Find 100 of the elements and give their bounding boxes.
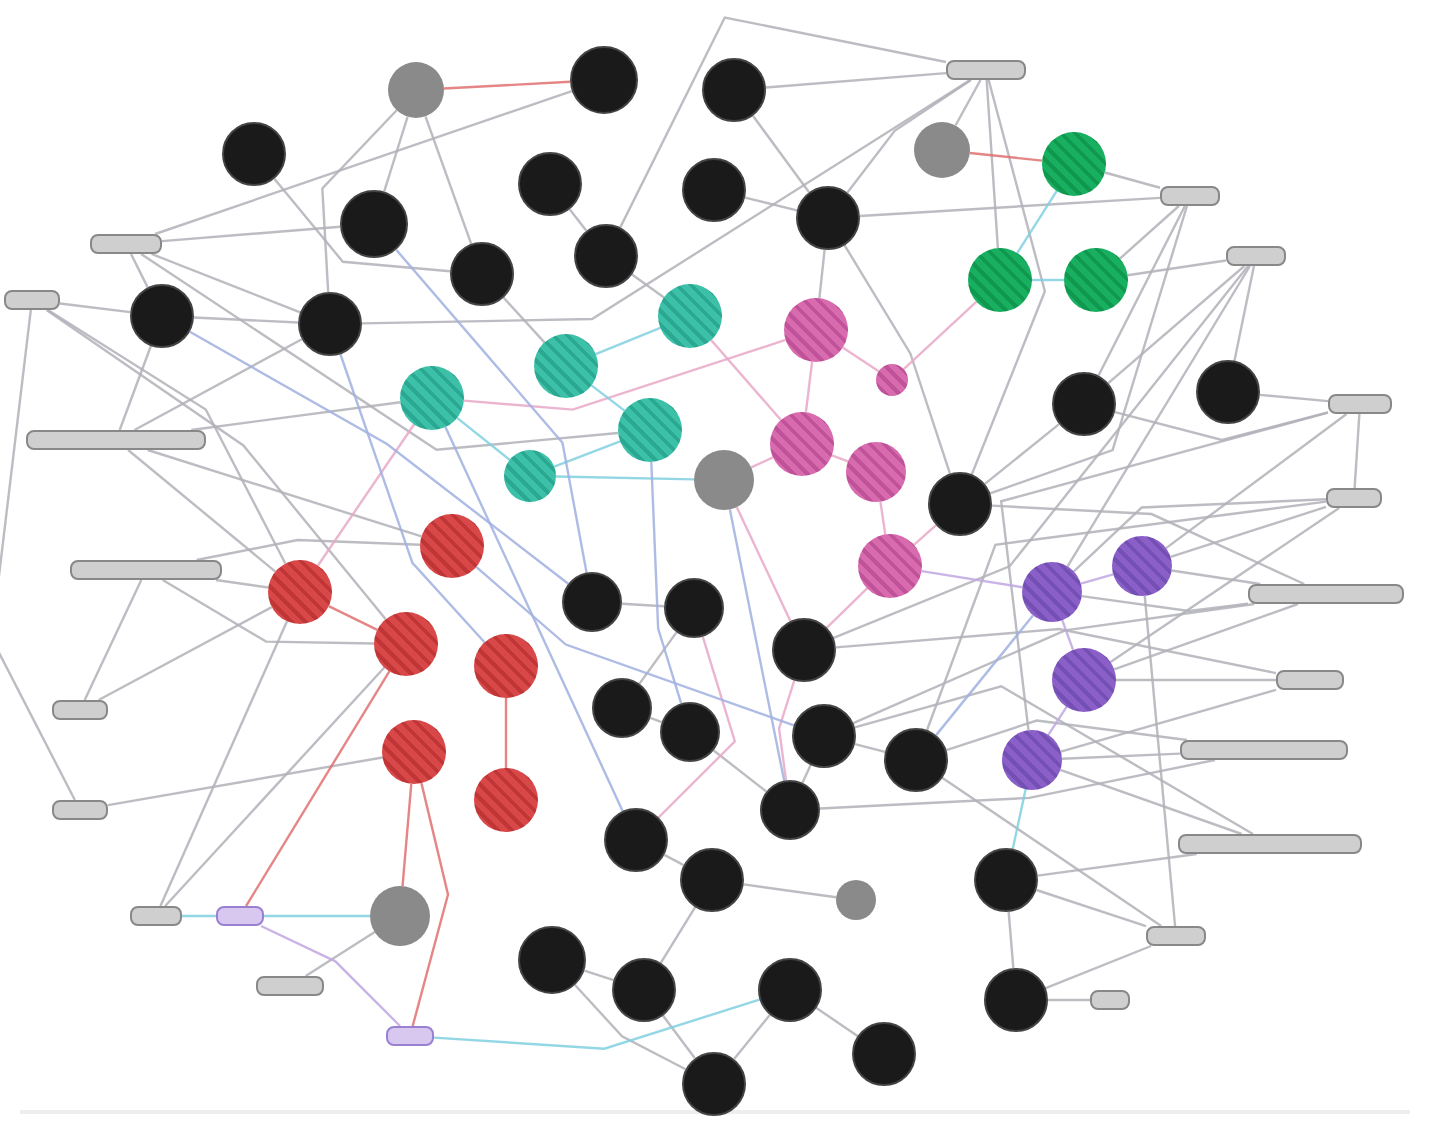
drug-tag [130, 906, 182, 926]
gene-circle [382, 720, 446, 784]
connector-line [1119, 205, 1180, 260]
connector-line [1107, 265, 1246, 385]
gene-circle [298, 292, 362, 356]
connector-line [424, 115, 473, 245]
connector-line [107, 756, 383, 807]
connector-line [1116, 678, 1276, 682]
connector-line [846, 79, 972, 194]
gene-circle [1112, 536, 1172, 596]
gene-circle [1052, 372, 1116, 436]
gene-circle [694, 450, 754, 510]
connector-line [1127, 259, 1227, 277]
gene-circle [984, 968, 1048, 1032]
connector-line [750, 456, 774, 469]
connector-line [984, 423, 1060, 485]
gene-circle [374, 612, 438, 676]
gene-circle [504, 450, 556, 502]
drug-tag [946, 60, 1026, 80]
drug-tag [1276, 670, 1344, 690]
connector-line [456, 417, 511, 461]
connector-line [1109, 507, 1340, 664]
connector-line [833, 265, 1249, 640]
connector-line [164, 666, 386, 907]
gene-circle [222, 122, 286, 186]
gene-circle [858, 534, 922, 598]
drug-tag [1226, 246, 1286, 266]
gene-circle [968, 248, 1032, 312]
connector-line [260, 924, 401, 1027]
connector-line [328, 605, 378, 631]
connector-line [317, 423, 415, 567]
gene-circle [518, 926, 586, 994]
drug-tag [1160, 186, 1220, 206]
connector-line [1016, 190, 1058, 254]
connector-line [553, 440, 621, 468]
connector-line [502, 296, 546, 344]
connector-line [1104, 171, 1161, 189]
connector-line [47, 309, 287, 565]
connector-line [159, 620, 289, 907]
connector-line [712, 749, 768, 793]
connector-line [1259, 393, 1329, 403]
gene-circle [796, 186, 860, 250]
connector-line [854, 685, 1254, 836]
gene-circle [660, 702, 720, 762]
connector-line [913, 524, 937, 546]
gene-circle [370, 886, 430, 946]
gene-circle [388, 62, 444, 118]
connector-line [735, 506, 792, 622]
connector-line [842, 346, 880, 373]
connector-line [1143, 595, 1177, 927]
connector-line [273, 177, 451, 273]
gene-circle [784, 298, 848, 362]
connector-line [744, 196, 798, 212]
connector-line [98, 606, 273, 702]
gene-circle [772, 618, 836, 682]
connector-line [151, 252, 301, 314]
connector-line [1036, 888, 1147, 928]
connector-line [1165, 413, 1348, 550]
gene-circle [852, 1022, 916, 1086]
gene-circle [570, 46, 638, 114]
connector-line [649, 716, 663, 724]
connector-line [815, 1007, 859, 1037]
connector-line [118, 345, 152, 431]
connector-line [162, 578, 375, 645]
connector-line [941, 776, 1162, 927]
connector-line [777, 680, 796, 781]
connector-line [83, 579, 143, 701]
drug-tag [1248, 584, 1404, 604]
connector-line [1061, 752, 1181, 760]
gene-circle [846, 442, 906, 502]
connector-line [969, 151, 1043, 162]
connector-line [925, 500, 1327, 731]
connector-line [751, 115, 811, 193]
gene-circle [130, 284, 194, 348]
connector-line [710, 339, 782, 421]
connector-line [921, 569, 1023, 589]
connector-line [854, 742, 886, 754]
connector-line [1081, 594, 1249, 613]
connector-line [444, 426, 624, 812]
gene-circle [604, 808, 668, 872]
connector-line [147, 448, 422, 538]
drug-tag [70, 560, 222, 580]
connector-line [801, 764, 812, 784]
gene-circle [1002, 730, 1062, 790]
connector-line [1060, 688, 1277, 753]
connector-line [395, 248, 588, 573]
connector-line [728, 509, 786, 781]
gene-circle [518, 152, 582, 216]
gene-circle [612, 958, 676, 1022]
drug-tag [386, 1026, 434, 1046]
connector-line [1097, 205, 1186, 377]
connector-line [189, 330, 569, 585]
gene-circle [592, 678, 652, 738]
connector-line [1061, 619, 1075, 651]
gene-circle [928, 472, 992, 536]
gene-circle [420, 514, 484, 578]
gene-circle [1064, 248, 1128, 312]
gene-circle [618, 398, 682, 462]
connector-line [1007, 911, 1015, 969]
gene-circle [760, 780, 820, 840]
